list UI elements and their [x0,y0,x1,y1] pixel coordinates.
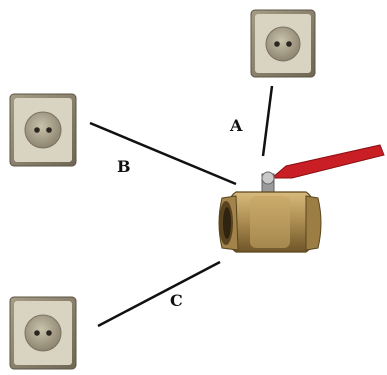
connector-line-a [261,85,274,157]
connector-line-c [97,260,221,328]
socket-a-icon [250,9,316,78]
connector-line-b [89,121,237,186]
ball-valve-icon [218,144,385,253]
valve-handle [270,144,385,179]
label-b: B [117,157,131,176]
label-a: A [229,116,243,135]
socket-b-icon [9,93,77,167]
socket-c-icon [9,296,77,370]
label-c: C [170,291,183,310]
